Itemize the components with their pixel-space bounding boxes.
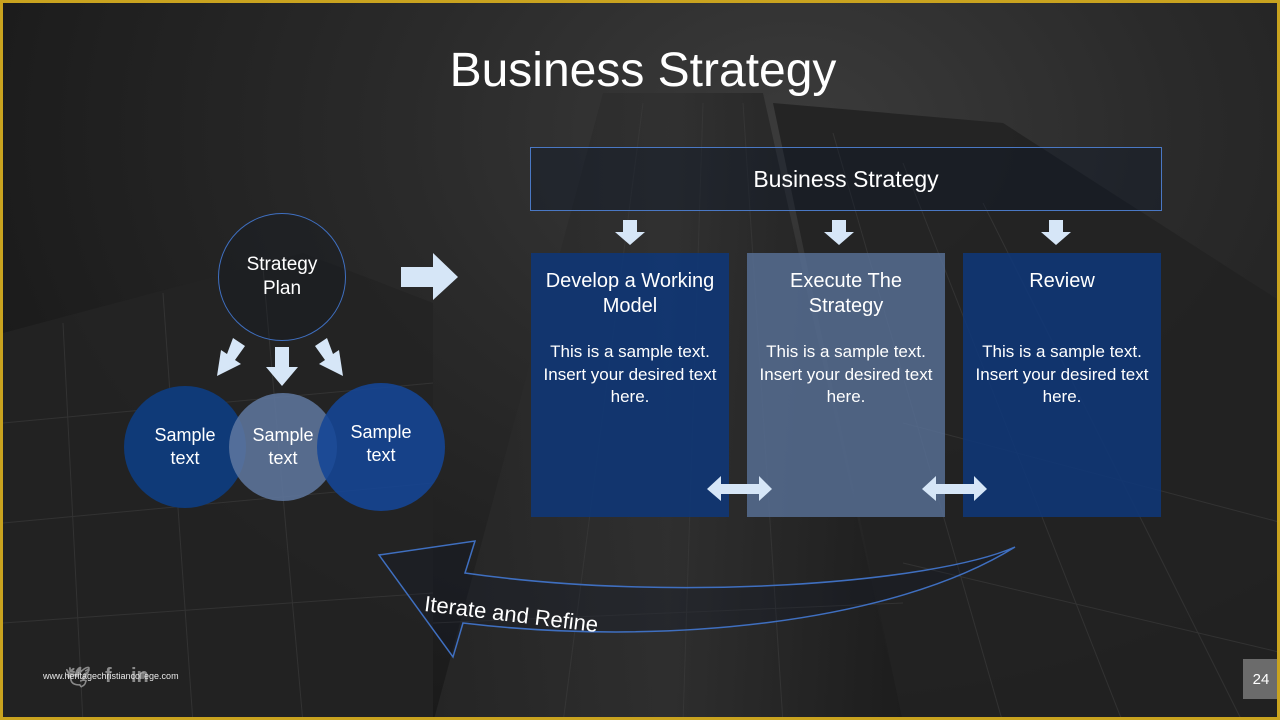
strategy-plan-label: Strategy Plan [246,254,318,299]
sample-circle-3: Sample text [317,383,445,511]
strategy-column-develop: Develop a Working Model This is a sample… [531,253,729,517]
strategy-column-review: Review This is a sample text. Insert you… [963,253,1161,517]
arrow-down-icon [266,347,298,386]
strategy-header-box: Business Strategy [530,147,1162,211]
column-text: This is a sample text. Insert your desir… [975,342,1149,406]
sample-circle-label: Sample text [154,425,216,468]
sample-circle-1: Sample text [124,386,246,508]
page-number: 24 [1243,659,1277,699]
strategy-column-execute: Execute The Strategy This is a sample te… [747,253,945,517]
column-title: Execute The Strategy [790,270,902,317]
double-arrow-icon [707,476,772,501]
strategy-header-label: Business Strategy [753,165,939,192]
curved-return-arrow-icon [377,540,1016,659]
arrow-down-icon [615,220,645,245]
column-title: Review [1029,270,1095,292]
linkedin-icon[interactable]: in [131,665,149,687]
footer-url: www.heritagechristiancollege.com [43,671,179,681]
facebook-icon[interactable]: f [105,665,112,687]
arrow-down-icon [1041,220,1071,245]
column-title: Develop a Working Model [545,270,715,317]
sample-circle-label: Sample text [350,422,412,465]
strategy-plan-circle: Strategy Plan [218,213,346,341]
twitter-icon[interactable]: 🕊 [65,667,91,689]
sample-circle-2: Sample text [229,393,337,501]
column-text: This is a sample text. Insert your desir… [543,342,717,406]
arrow-down-left-icon [217,338,245,376]
sample-circle-label: Sample text [252,425,314,468]
arrow-down-icon [824,220,854,245]
arrow-down-right-icon [315,338,343,376]
column-text: This is a sample text. Insert your desir… [759,342,933,406]
slide-title: Business Strategy [449,44,837,97]
double-arrow-icon [922,476,987,501]
arrow-right-icon [401,253,458,300]
